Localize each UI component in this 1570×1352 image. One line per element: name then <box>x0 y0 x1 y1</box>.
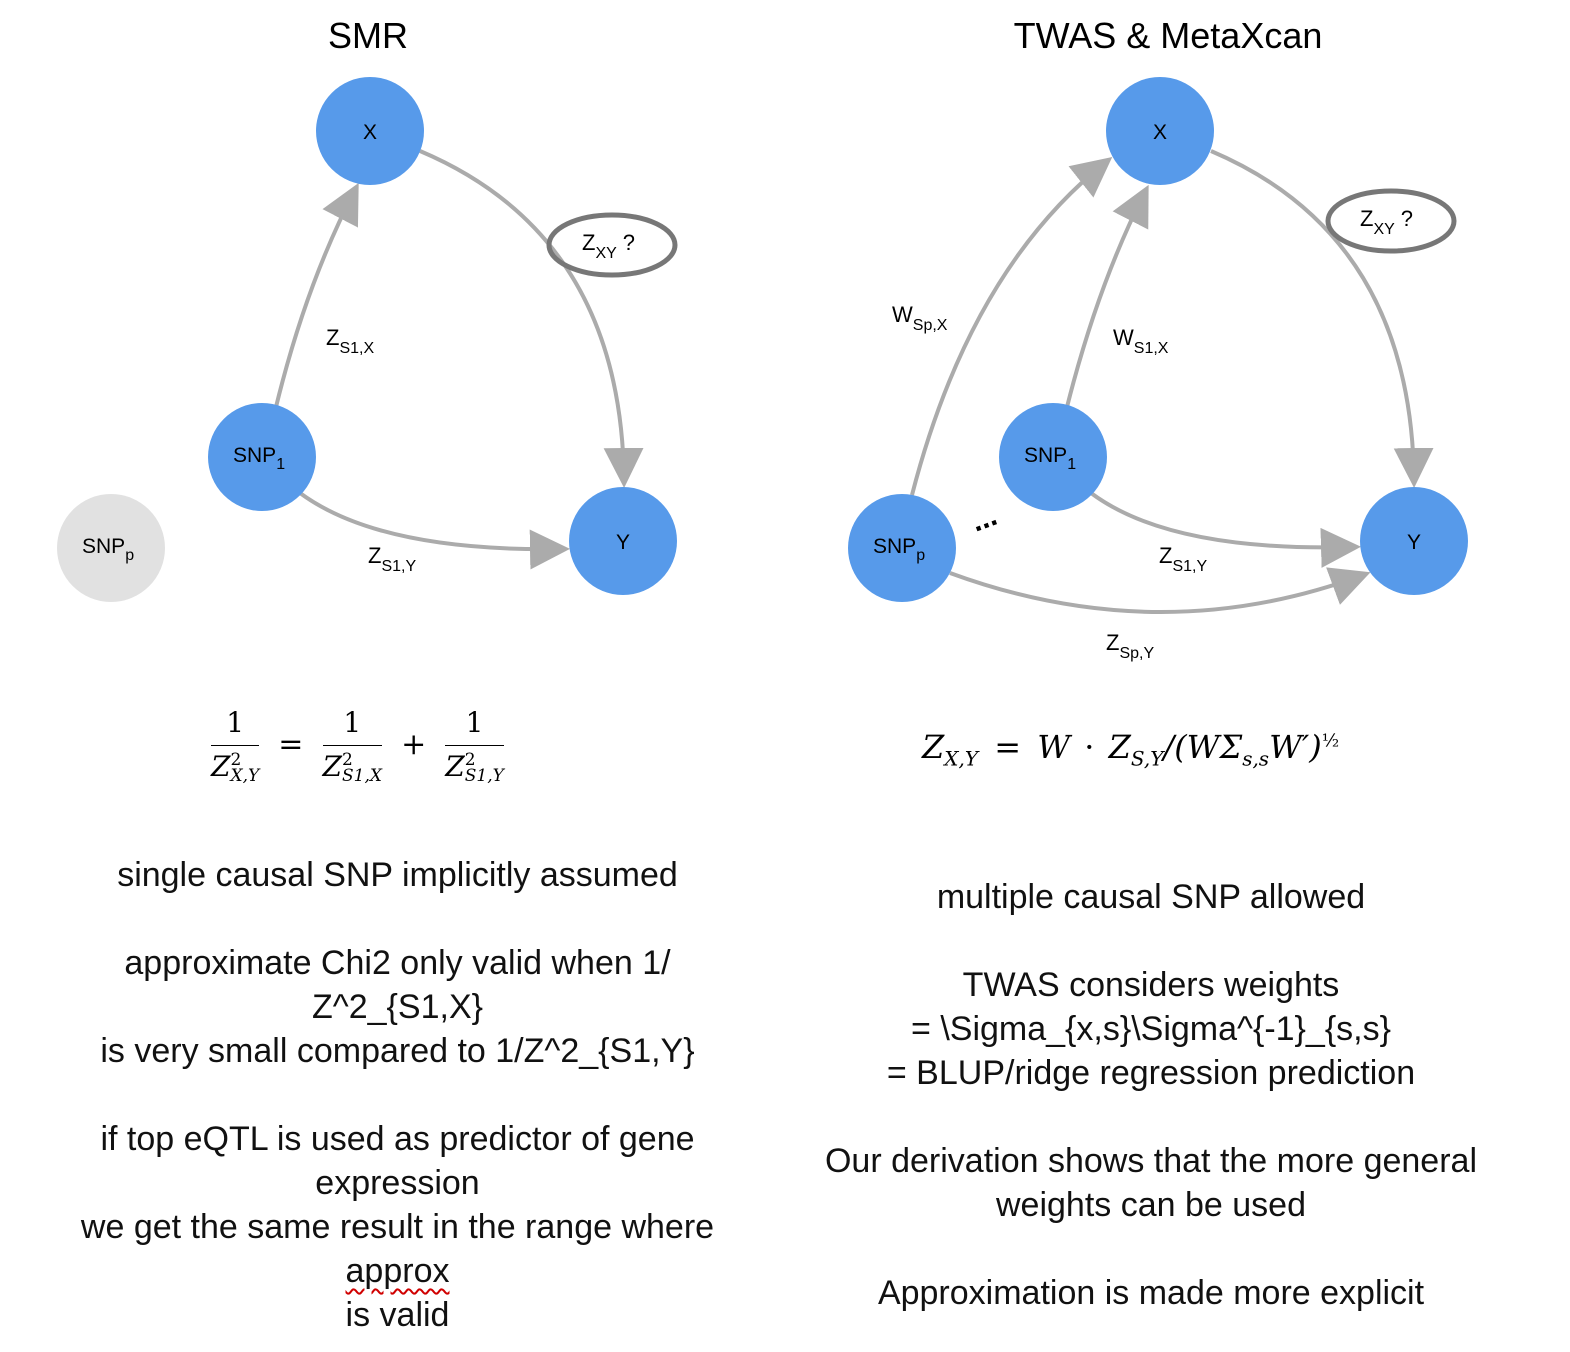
twas-note-weights-3: = BLUP/ridge regression prediction <box>886 1054 1416 1092</box>
node-snp1-right-label: SNP1 <box>1024 444 1076 473</box>
zxy-label: ZXY? <box>582 230 635 262</box>
edge-snp1-to-x-right <box>1065 184 1149 408</box>
label-ws1x: WS1,X <box>1113 325 1169 357</box>
label-wspx: WSp,X <box>892 302 948 334</box>
spellcheck-word: approx <box>345 1252 450 1290</box>
twas-note-weights-1: TWAS considers weights <box>962 966 1340 1004</box>
node-snpp-label: SNPp <box>82 535 134 564</box>
smr-notes: single causal SNP implicitly assumed app… <box>20 853 775 1337</box>
twas-note-weights-2: = \Sigma_{x,s}\Sigma^{-1}_{s,s} <box>911 1010 1391 1048</box>
node-y-label: Y <box>616 531 630 554</box>
label-zspy: ZSp,Y <box>1106 630 1154 662</box>
zxy-label-right: ZXY? <box>1360 206 1413 238</box>
node-x-right <box>1106 77 1214 185</box>
ellipsis-dots: ... <box>967 499 1002 539</box>
label-zs1x: ZS1,X <box>326 325 374 357</box>
smr-note-approx-3: is very small compared to 1/Z^2_{S1,Y} <box>100 1032 695 1070</box>
edge-snpp-to-x <box>910 157 1113 496</box>
smr-title: SMR <box>328 15 408 56</box>
label-zs1y-right: ZS1,Y <box>1159 543 1207 575</box>
edge-snpp-to-y <box>949 567 1371 614</box>
smr-equals: = <box>278 727 304 763</box>
smr-note-approx-1: approximate Chi2 only valid when 1/ <box>124 944 671 982</box>
edge-snp1-to-x <box>274 182 359 408</box>
node-snp1 <box>208 403 316 511</box>
twas-note-approximation: Approximation is made more explicit <box>877 1274 1425 1312</box>
smr-note-single-causal: single causal SNP implicitly assumed <box>117 856 678 894</box>
smr-note-eqtl-1: if top eQTL is used as predictor of gene <box>100 1120 695 1158</box>
edge-snp1-to-y-right <box>1089 491 1361 568</box>
node-y-right-label: Y <box>1407 531 1421 554</box>
edge-x-to-y-right <box>1210 149 1434 488</box>
smr-note-eqtl-2: expression <box>315 1164 480 1202</box>
node-x <box>316 77 424 185</box>
smr-note-eqtl-3: we get the same result in the range wher… <box>80 1208 715 1246</box>
twas-note-multiple: multiple causal SNP allowed <box>936 878 1366 916</box>
node-y-right <box>1360 487 1468 595</box>
smr-note-eqtl-4: approx <box>20 1249 775 1293</box>
edge-snp1-to-y <box>298 491 570 570</box>
edge-x-to-y <box>419 149 644 488</box>
node-snp1-right <box>999 403 1107 511</box>
smr-plus: + <box>401 727 427 763</box>
label-zs1y: ZS1,Y <box>368 543 416 575</box>
node-x-label: X <box>363 121 377 144</box>
node-snpp-right <box>848 494 956 602</box>
zxy-question-ellipse <box>546 212 678 278</box>
node-snpp-right-label: SNPp <box>873 535 925 564</box>
node-y <box>569 487 677 595</box>
twas-note-derivation-2: weights can be used <box>996 1186 1306 1224</box>
zxy-question-ellipse-right <box>1325 188 1457 254</box>
twas-formula: ZX,Y = W · ZS,Y/(WΣs,sW′)½ <box>922 728 1340 771</box>
smr-note-eqtl-5: is valid <box>345 1296 450 1334</box>
twas-title: TWAS & MetaXcan <box>1014 15 1323 56</box>
smr-note-approx-2: Z^2_{S1,X} <box>312 988 483 1026</box>
twas-notes: multiple causal SNP allowed TWAS conside… <box>790 875 1512 1315</box>
node-x-right-label: X <box>1153 121 1167 144</box>
node-snp1-label: SNP1 <box>233 444 285 473</box>
twas-note-derivation-1: Our derivation shows that the more gener… <box>824 1142 1477 1180</box>
node-snpp-inactive <box>57 494 165 602</box>
